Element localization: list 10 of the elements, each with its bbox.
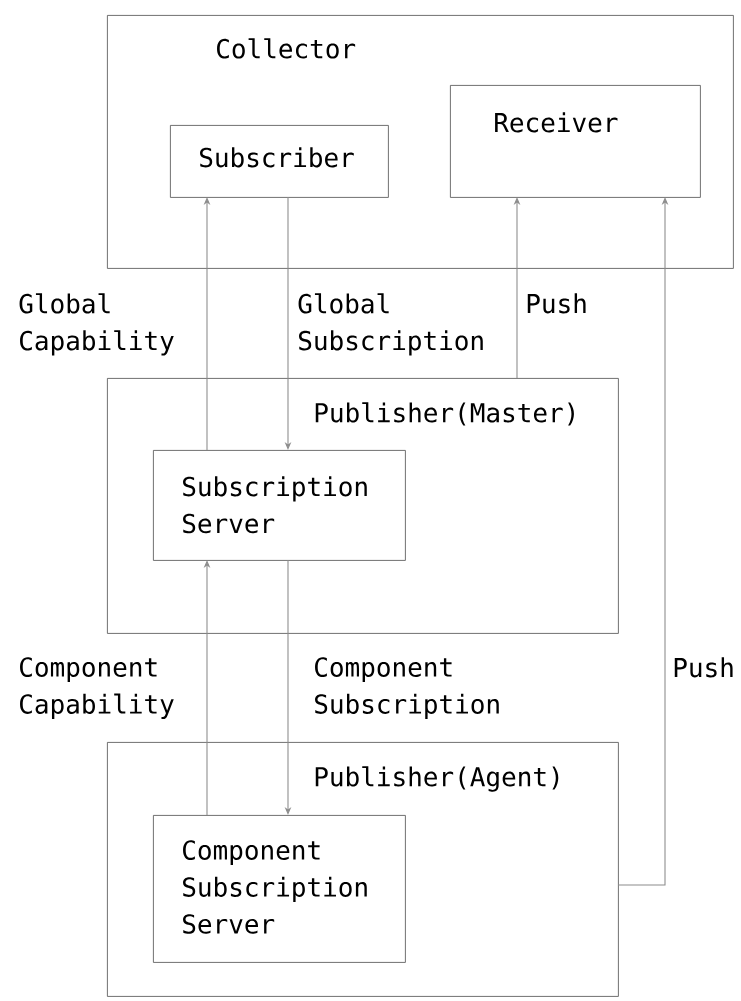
edge-label: Global Subscription [298, 293, 483, 356]
server-box: Component Subscription Server [153, 815, 406, 963]
server-box: Subscription Server [153, 450, 406, 561]
edge-label: Push [674, 657, 733, 678]
edge-label: Global Capability [19, 293, 174, 356]
edge-label: Component Capability [20, 657, 174, 719]
edge-label: Component Subscription [315, 657, 499, 719]
edge-label: Push [527, 293, 586, 314]
receiver-box: Receiver [450, 85, 701, 198]
subscriber-box: Subscriber [170, 125, 389, 198]
